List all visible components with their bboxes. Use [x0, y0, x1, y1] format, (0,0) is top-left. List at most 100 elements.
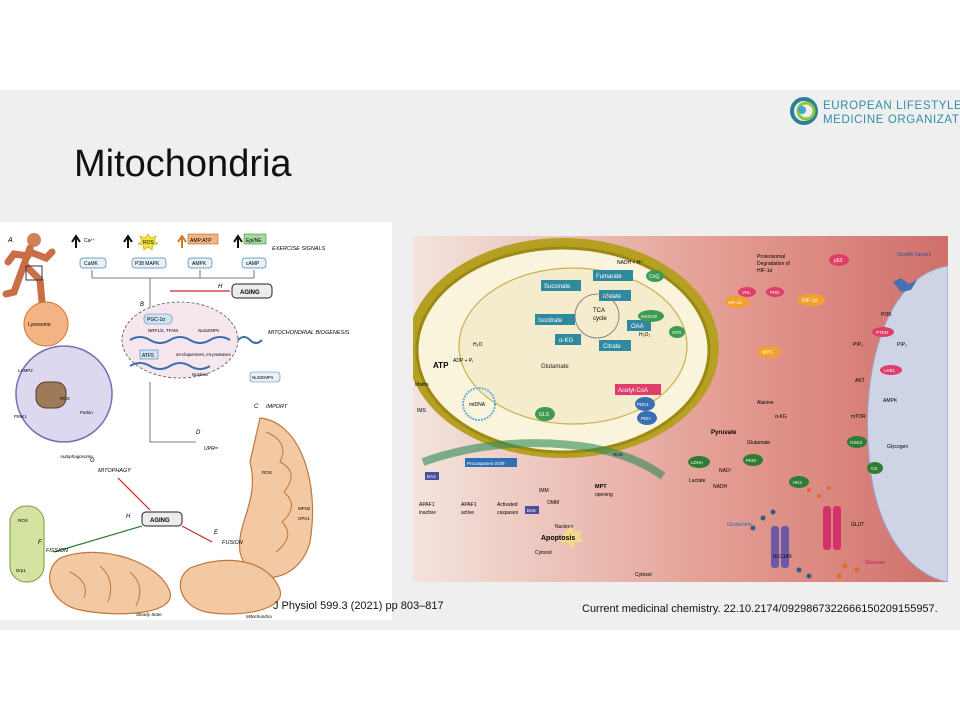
metabolite-malate: Malate: [603, 294, 622, 300]
nugemps-label: NuGEMPs: [198, 328, 220, 333]
ldha-label: LDHA: [691, 460, 703, 465]
matrix-label: Matrix: [415, 382, 429, 388]
ros-label-auto: ROS: [60, 396, 70, 401]
procaspases-box: [465, 458, 517, 467]
proteasomal-2: Degradation of: [757, 261, 790, 267]
ros-label-right: ROS: [613, 452, 623, 457]
metabolite-citrate: Citrate: [603, 344, 621, 350]
signal-source-epi: Epi/NE: [246, 238, 262, 244]
steady-state-label: Steady State: [136, 612, 162, 617]
bak-box: [525, 506, 539, 514]
metabolite-glutamate: Glutamate: [541, 364, 569, 370]
bax-box: [425, 472, 439, 480]
bak-label: BAK: [527, 508, 536, 513]
procaspases-label: Procaspases-2/3/9: [467, 461, 505, 466]
tca-metabolites: Succinate Fumarate Malate Isocitrate OAA…: [535, 270, 661, 395]
slc1a5-transporter-icon: [771, 526, 789, 568]
hk2-node: [789, 476, 809, 488]
bax-label: BAX: [427, 474, 436, 479]
aging-label-top: AGING: [240, 290, 260, 296]
fission-mitochondrion: [9, 505, 45, 583]
upr-connector: [149, 382, 196, 443]
pip2-label: PIP₂: [897, 342, 907, 348]
mitophagy-label: MITOPHAGY: [98, 468, 131, 474]
gs-label: GS: [871, 466, 878, 471]
p53-node: [829, 254, 849, 266]
pdh-node: [637, 411, 657, 425]
vhl-label: VHL: [742, 290, 751, 295]
fusion-label: FUSION: [222, 540, 243, 546]
pyruvate-label: Pyruvate: [711, 430, 737, 436]
proteasomal-1: Proteosomal: [757, 254, 785, 260]
apaf1-active-1: APAF1: [461, 502, 477, 508]
ros-burst-icon: [137, 233, 159, 251]
parkin-label: Parkin: [80, 410, 93, 415]
pink1-label: PINK1: [14, 414, 28, 419]
glut-transporter-icon: [823, 506, 841, 550]
left-figure: A Ca²⁺ ROS AMP:ATP Epi/NE CaMK P38 MAPK …: [0, 222, 392, 620]
panel-label-g: G: [90, 458, 95, 464]
akg-label-right: α-KG: [775, 414, 787, 420]
right-citation: Current medicinal chemistry. 22.10.2174/…: [582, 603, 938, 615]
signal-source-ca: Ca²⁺: [84, 238, 95, 244]
metabolite-succinate: Succinate: [544, 284, 571, 290]
nadh-h-label: NADH + H⁺: [617, 260, 643, 266]
glutamine-dots: [750, 509, 812, 579]
import-label: IMPORT: [266, 404, 288, 410]
membrane-region: [866, 265, 948, 582]
tca-label-2: cycle: [593, 316, 607, 322]
pkm-label: PKM: [746, 458, 756, 463]
mitochondrion-shape: [238, 417, 314, 579]
lamp2-label: LAMP2: [18, 368, 33, 373]
lysosome-shape: [23, 301, 69, 347]
h2o2-label: H₂O₂: [639, 332, 650, 338]
aging-to-fusion-arrow: [181, 525, 213, 543]
dna-helix-icon: [129, 362, 211, 370]
receptor-icon: [893, 278, 917, 292]
lysosome-label: Lysosome: [28, 322, 51, 328]
hif-node: [797, 294, 825, 306]
coq-node: [646, 270, 664, 282]
atp-label: ATP: [433, 361, 449, 370]
pi3k-label: PI3K: [881, 312, 893, 318]
metabolite-isocitrate: Isocitrate: [538, 318, 563, 324]
metabolite-akg: α-KG: [559, 338, 573, 344]
panel-label-c: C: [254, 404, 259, 410]
metabolite-oaa: OAA: [631, 324, 644, 330]
right-diagram: Succinate Fumarate Malate Isocitrate OAA…: [413, 236, 948, 582]
cytosol-label: Cytosol: [535, 550, 552, 556]
aging-label-bottom: AGING: [150, 518, 170, 524]
ampk-label-right: AMPK: [883, 398, 898, 404]
gsk3-node: [847, 436, 867, 448]
lactate-label: Lactate: [689, 478, 706, 484]
hif-label: HIF-1α: [802, 298, 818, 304]
aging-box-bottom: [141, 511, 183, 527]
gls-label: GLS: [539, 412, 550, 418]
signal-ampk: AMPK: [192, 261, 207, 267]
atf5-box: [139, 349, 159, 360]
pdk1-node: [635, 397, 655, 411]
amp-atp-box: [187, 233, 219, 245]
tca-label-1: TCA: [593, 308, 605, 314]
apaf1-inactive-2: inactive: [419, 510, 436, 516]
mnsod-node: [638, 310, 664, 322]
apaf1-inactive-1: APAF1: [419, 502, 435, 508]
myc-node: [757, 346, 781, 358]
adp-pi-label: ADP + Pᵢ: [453, 358, 473, 364]
chaperones-label: mt-chaperones, mt-proteases: [176, 352, 232, 357]
signal-connector: [91, 270, 255, 310]
gs-node: [867, 462, 883, 474]
epi-ne-box: [243, 233, 267, 245]
nugemps-box-label: NuGEMPs: [252, 375, 274, 380]
signal-p38: P38 MAPK: [135, 261, 160, 267]
cristae-line: [69, 565, 141, 607]
caspases-2: caspases: [497, 510, 519, 516]
pip3-label: PIP₃: [853, 342, 863, 348]
panel-label-h-top: H: [218, 284, 223, 290]
organization-logo: EUROPEAN LIFESTYLE MEDICINE ORGANIZATION: [789, 95, 960, 130]
pten-label: PTEN: [876, 330, 888, 335]
pgc-label: PGC-1α: [147, 317, 165, 323]
signal-source-amp: AMP:ATP: [190, 238, 212, 244]
slc1a5-label: SLC1A5: [773, 554, 792, 560]
myc-label: MYC: [762, 350, 774, 356]
